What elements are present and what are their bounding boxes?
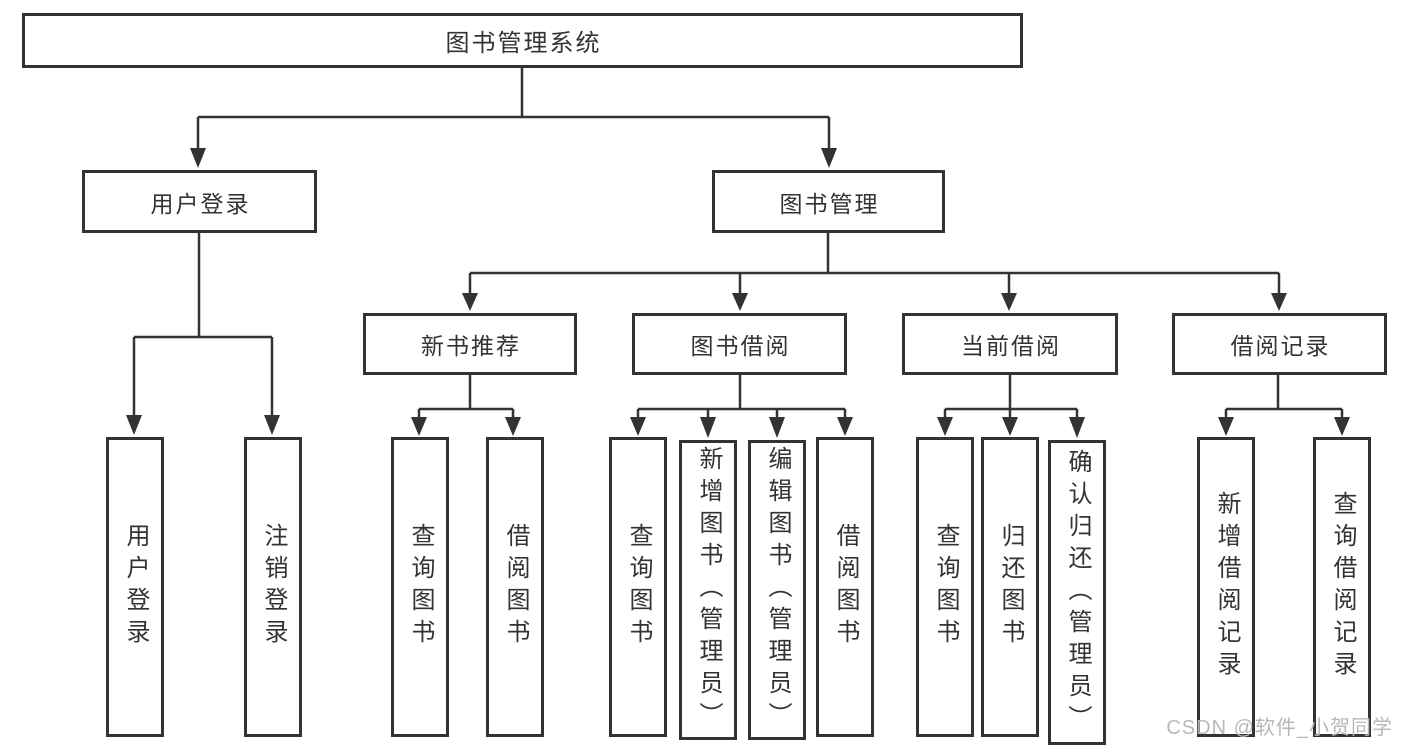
arrowhead-icon [630, 417, 646, 436]
node-label: 借阅记录 [1230, 333, 1331, 359]
node-label: 用户登录 [150, 190, 251, 217]
node-label: 注销登录 [260, 523, 287, 651]
node-book-management: 图书管理 [712, 170, 945, 233]
node-query-books-borrow: 查询图书 [609, 437, 667, 737]
node-label: 图书管理 [779, 190, 880, 217]
node-label: 借阅图书 [832, 523, 859, 651]
node-current-borrowing: 当前借阅 [902, 313, 1118, 375]
arrowhead-icon [1069, 417, 1085, 438]
arrowhead-icon [411, 417, 427, 436]
node-label: 借阅图书 [502, 523, 529, 651]
arrowhead-icon [732, 293, 748, 311]
node-label: 查询图书 [932, 523, 959, 651]
arrowhead-icon [937, 417, 953, 436]
node-book-borrowing: 图书借阅 [632, 313, 847, 375]
node-query-books-current: 查询图书 [916, 437, 974, 737]
csdn-watermark: CSDN @软件_小贺同学 [1166, 717, 1393, 739]
node-label: 图书管理系统 [445, 30, 602, 57]
arrowhead-icon [126, 415, 142, 435]
node-query-borrow-record: 查询借阅记录 [1313, 437, 1371, 737]
arrowhead-icon [190, 148, 206, 168]
arrowhead-icon [769, 417, 785, 438]
node-label: 新增图书（管理员） [695, 446, 722, 734]
arrowhead-icon [462, 293, 478, 311]
node-edit-book-admin: 编辑图书（管理员） [748, 440, 806, 740]
node-return-book: 归还图书 [981, 437, 1039, 737]
node-label: 图书借阅 [690, 333, 791, 359]
node-label: 编辑图书（管理员） [764, 446, 791, 734]
arrowhead-icon [264, 415, 280, 435]
node-borrow-books-action: 借阅图书 [816, 437, 874, 737]
node-logout-action: 注销登录 [244, 437, 302, 737]
node-label: 用户登录 [122, 523, 149, 651]
node-borrow-books-recommend: 借阅图书 [486, 437, 544, 737]
arrowhead-icon [821, 148, 837, 168]
node-user-login: 用户登录 [82, 170, 317, 233]
node-borrow-records: 借阅记录 [1172, 313, 1387, 375]
node-label: 新书推荐 [421, 333, 521, 359]
node-label: 查询图书 [407, 523, 434, 651]
arrowhead-icon [837, 417, 853, 436]
arrowhead-icon [1334, 417, 1350, 436]
node-add-borrow-record: 新增借阅记录 [1197, 437, 1255, 737]
arrowhead-icon [505, 417, 521, 436]
node-label: 当前借阅 [961, 333, 1061, 359]
arrowhead-icon [1271, 293, 1287, 311]
arrowhead-icon [1002, 417, 1018, 436]
node-user-login-action: 用户登录 [106, 437, 164, 737]
arrowhead-icon [700, 417, 716, 438]
arrowhead-icon [1001, 293, 1017, 311]
node-label: 查询借阅记录 [1329, 491, 1356, 683]
node-query-books-recommend: 查询图书 [391, 437, 449, 737]
node-new-book-recommend: 新书推荐 [363, 313, 577, 375]
node-label: 查询图书 [625, 523, 652, 651]
node-label: 新增借阅记录 [1213, 491, 1240, 683]
node-library-management-system: 图书管理系统 [22, 13, 1023, 68]
arrowhead-icon [1218, 417, 1234, 436]
node-label: 确认归还（管理员） [1064, 448, 1091, 737]
node-label: 归还图书 [997, 523, 1024, 651]
node-add-book-admin: 新增图书（管理员） [679, 440, 737, 740]
node-confirm-return-admin: 确认归还（管理员） [1048, 440, 1106, 745]
